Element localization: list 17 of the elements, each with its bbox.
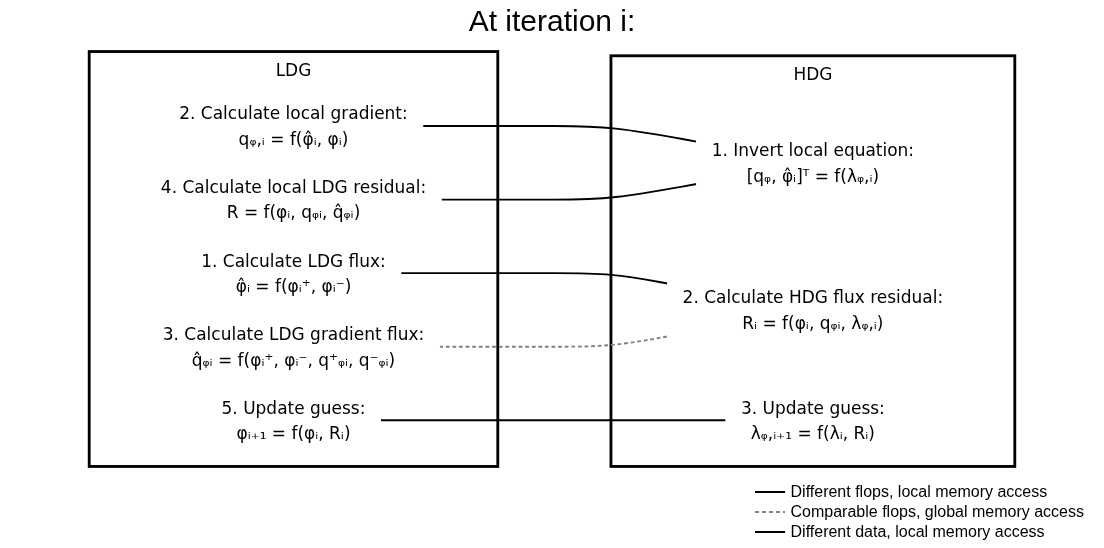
- node-text: 2. Calculate local gradient: qᵩ,ᵢ = f(φ̂ᵢ, φᵢ): [179, 103, 408, 149]
- node-text: 5. Update guess: φᵢ₊₁ = f(φᵢ, Rᵢ): [221, 397, 366, 443]
- node-text: 3. Calculate LDG gradient flux: q̂ᵩᵢ = f(φᵢ⁺, φᵢ⁻, q⁺ᵩᵢ, q⁻ᵩᵢ): [162, 324, 425, 370]
- connector: [440, 183, 698, 201]
- connector: [438, 335, 669, 348]
- connector: [421, 125, 698, 143]
- node-text: 3. Update guess: λᵩ,ᵢ₊₁ = f(λᵢ, Rᵢ): [740, 397, 885, 443]
- connector: [399, 272, 669, 285]
- legend-text: Different data, local memory access: [790, 522, 1045, 542]
- connector: [379, 419, 727, 422]
- diagram-title: At iteration i:: [467, 4, 637, 38]
- legend-text: Comparable flops, global memory access: [790, 502, 1084, 522]
- node-text: 1. Invert local equation: [qᵩ, φ̂ᵢ]ᵀ = f(λᵩ,ᵢ): [711, 140, 915, 186]
- node-text: 4. Calculate local LDG residual: R = f(φᵢ, qᵩᵢ, q̂ᵩᵢ): [160, 176, 427, 223]
- legend-text: Different flops, local memory access: [790, 482, 1048, 502]
- node-text: 1. Calculate LDG flux: φ̂ᵢ = f(φᵢ⁺, φᵢ⁻): [201, 250, 386, 296]
- node-text: 2. Calculate HDG flux residual: Rᵢ = f(φᵢ, qᵩᵢ, λᵩ,ᵢ): [682, 287, 944, 333]
